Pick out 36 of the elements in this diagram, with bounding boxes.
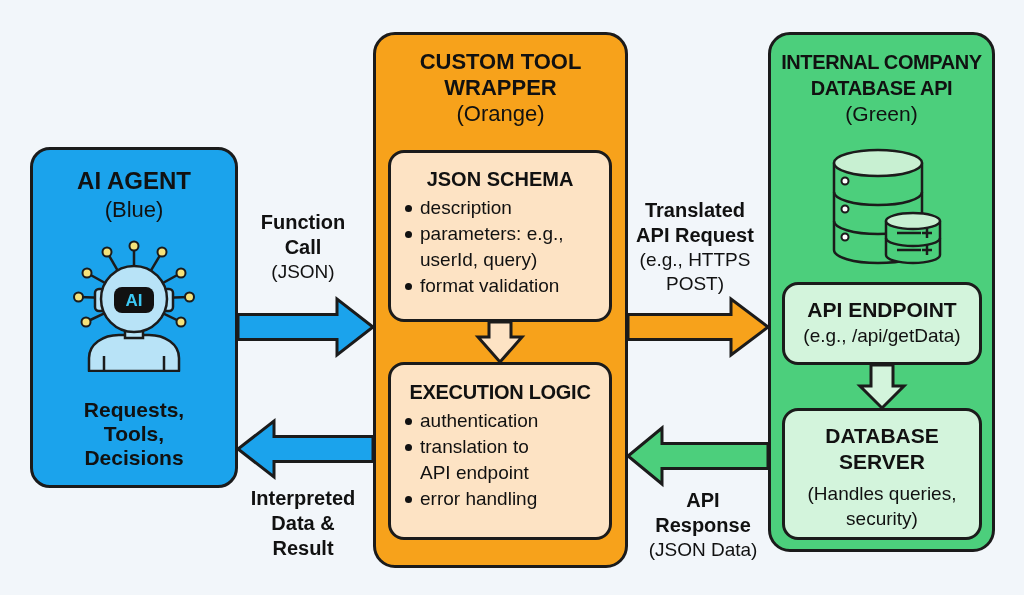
agent-panel (30, 147, 238, 488)
bullet-item: description (403, 195, 512, 221)
group-panel (373, 32, 628, 568)
box-subtitle: (Orange) (456, 101, 545, 127)
box-title: INTERNAL COMPANY DATABASE API (780, 50, 983, 101)
block-arrow (625, 424, 770, 488)
process-box (388, 150, 612, 322)
visor-text: AI (125, 291, 143, 309)
process-box (782, 408, 982, 540)
box-subtitle: (Handles queries, security) (806, 482, 958, 531)
box-subtitle: (Blue) (104, 196, 164, 224)
box-title: CUSTOM TOOL WRAPPER (418, 49, 583, 101)
box-body-text: Requests, Tools, Decisions (82, 398, 186, 470)
box-subtitle: (e.g., /api/getData) (803, 324, 961, 348)
bullet-item: error handling (403, 486, 538, 512)
process-box (388, 362, 612, 540)
block-arrow (236, 295, 376, 359)
group-panel (768, 32, 995, 552)
edge-label: Translated API Request (e.g., HTTPS POST) (635, 198, 755, 296)
box-title: EXECUTION LOGIC (409, 380, 591, 404)
bullet-item: format validation (403, 273, 560, 299)
box-subtitle: (Green) (845, 101, 918, 127)
block-arrow (474, 320, 526, 365)
box-title: JSON SCHEMA (426, 167, 574, 191)
bullet-item: parameters: e.g., userId, query) (403, 221, 596, 273)
box-title: API ENDPOINT (807, 297, 957, 323)
box-title: DATABASE SERVER (824, 423, 940, 475)
block-arrow (626, 296, 771, 358)
block-arrow (856, 363, 908, 411)
bullet-item: authentication (403, 408, 539, 434)
edge-label: Function Call (JSON) (259, 210, 347, 284)
edge-label: API Response (JSON Data) (647, 488, 759, 562)
box-title: AI AGENT (77, 166, 191, 196)
process-box (782, 282, 982, 365)
edge-label: Interpreted Data & Result (249, 486, 357, 561)
block-arrow (235, 417, 375, 481)
